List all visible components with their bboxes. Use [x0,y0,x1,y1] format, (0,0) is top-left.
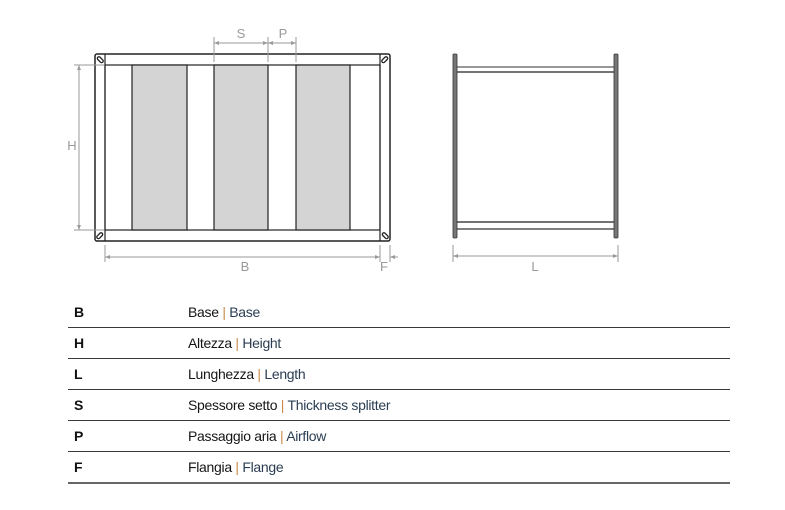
separator: | [222,304,226,320]
dim-label-b: B [241,259,250,274]
splitter-panel [131,64,188,231]
legend-symbol: F [68,451,188,484]
legend-description: Spessore setto | Thickness splitter [188,389,730,421]
english-term: Base [229,304,260,320]
legend-description: Passaggio aria | Airflow [188,420,730,452]
legend-description: Flangia | Flange [188,451,730,484]
dim-label-p: P [279,26,288,41]
english-term: Length [264,366,306,382]
legend-description: Altezza | Height [188,327,730,359]
separator: | [235,335,239,351]
front-view: S P H B F [67,26,398,274]
english-term: Height [242,335,282,351]
english-term: Flange [242,459,284,475]
dim-label-f: F [380,259,388,274]
legend-description: Base | Base [188,297,730,328]
italian-term: Base [188,304,219,320]
italian-term: Passaggio aria [188,428,277,444]
legend-description: Lunghezza | Length [188,358,730,390]
english-term: Thickness splitter [287,397,391,413]
silencer-drawing: S P H B F L [67,26,619,274]
italian-term: Flangia [188,459,232,475]
side-view: L [452,53,619,274]
legend-symbol: S [68,389,188,421]
legend-symbol: P [68,420,188,452]
english-term: Airflow [286,428,327,444]
separator: | [280,397,285,413]
italian-term: Lunghezza [188,366,254,382]
bolt-icons [96,56,389,240]
splitter-panel [213,64,269,231]
legend-symbol: B [68,297,188,328]
italian-term: Altezza [188,335,232,351]
legend-symbol: L [68,358,188,390]
separator: | [280,428,284,444]
separator: | [235,459,239,475]
legend-symbol: H [68,327,188,359]
dimension-lines [74,37,398,262]
splitter-panel [295,64,351,231]
dim-label-s: S [237,26,246,41]
dim-label-l: L [531,259,538,274]
italian-term: Spessore setto [188,397,278,413]
dim-label-h: H [67,138,76,153]
separator: | [257,366,261,382]
